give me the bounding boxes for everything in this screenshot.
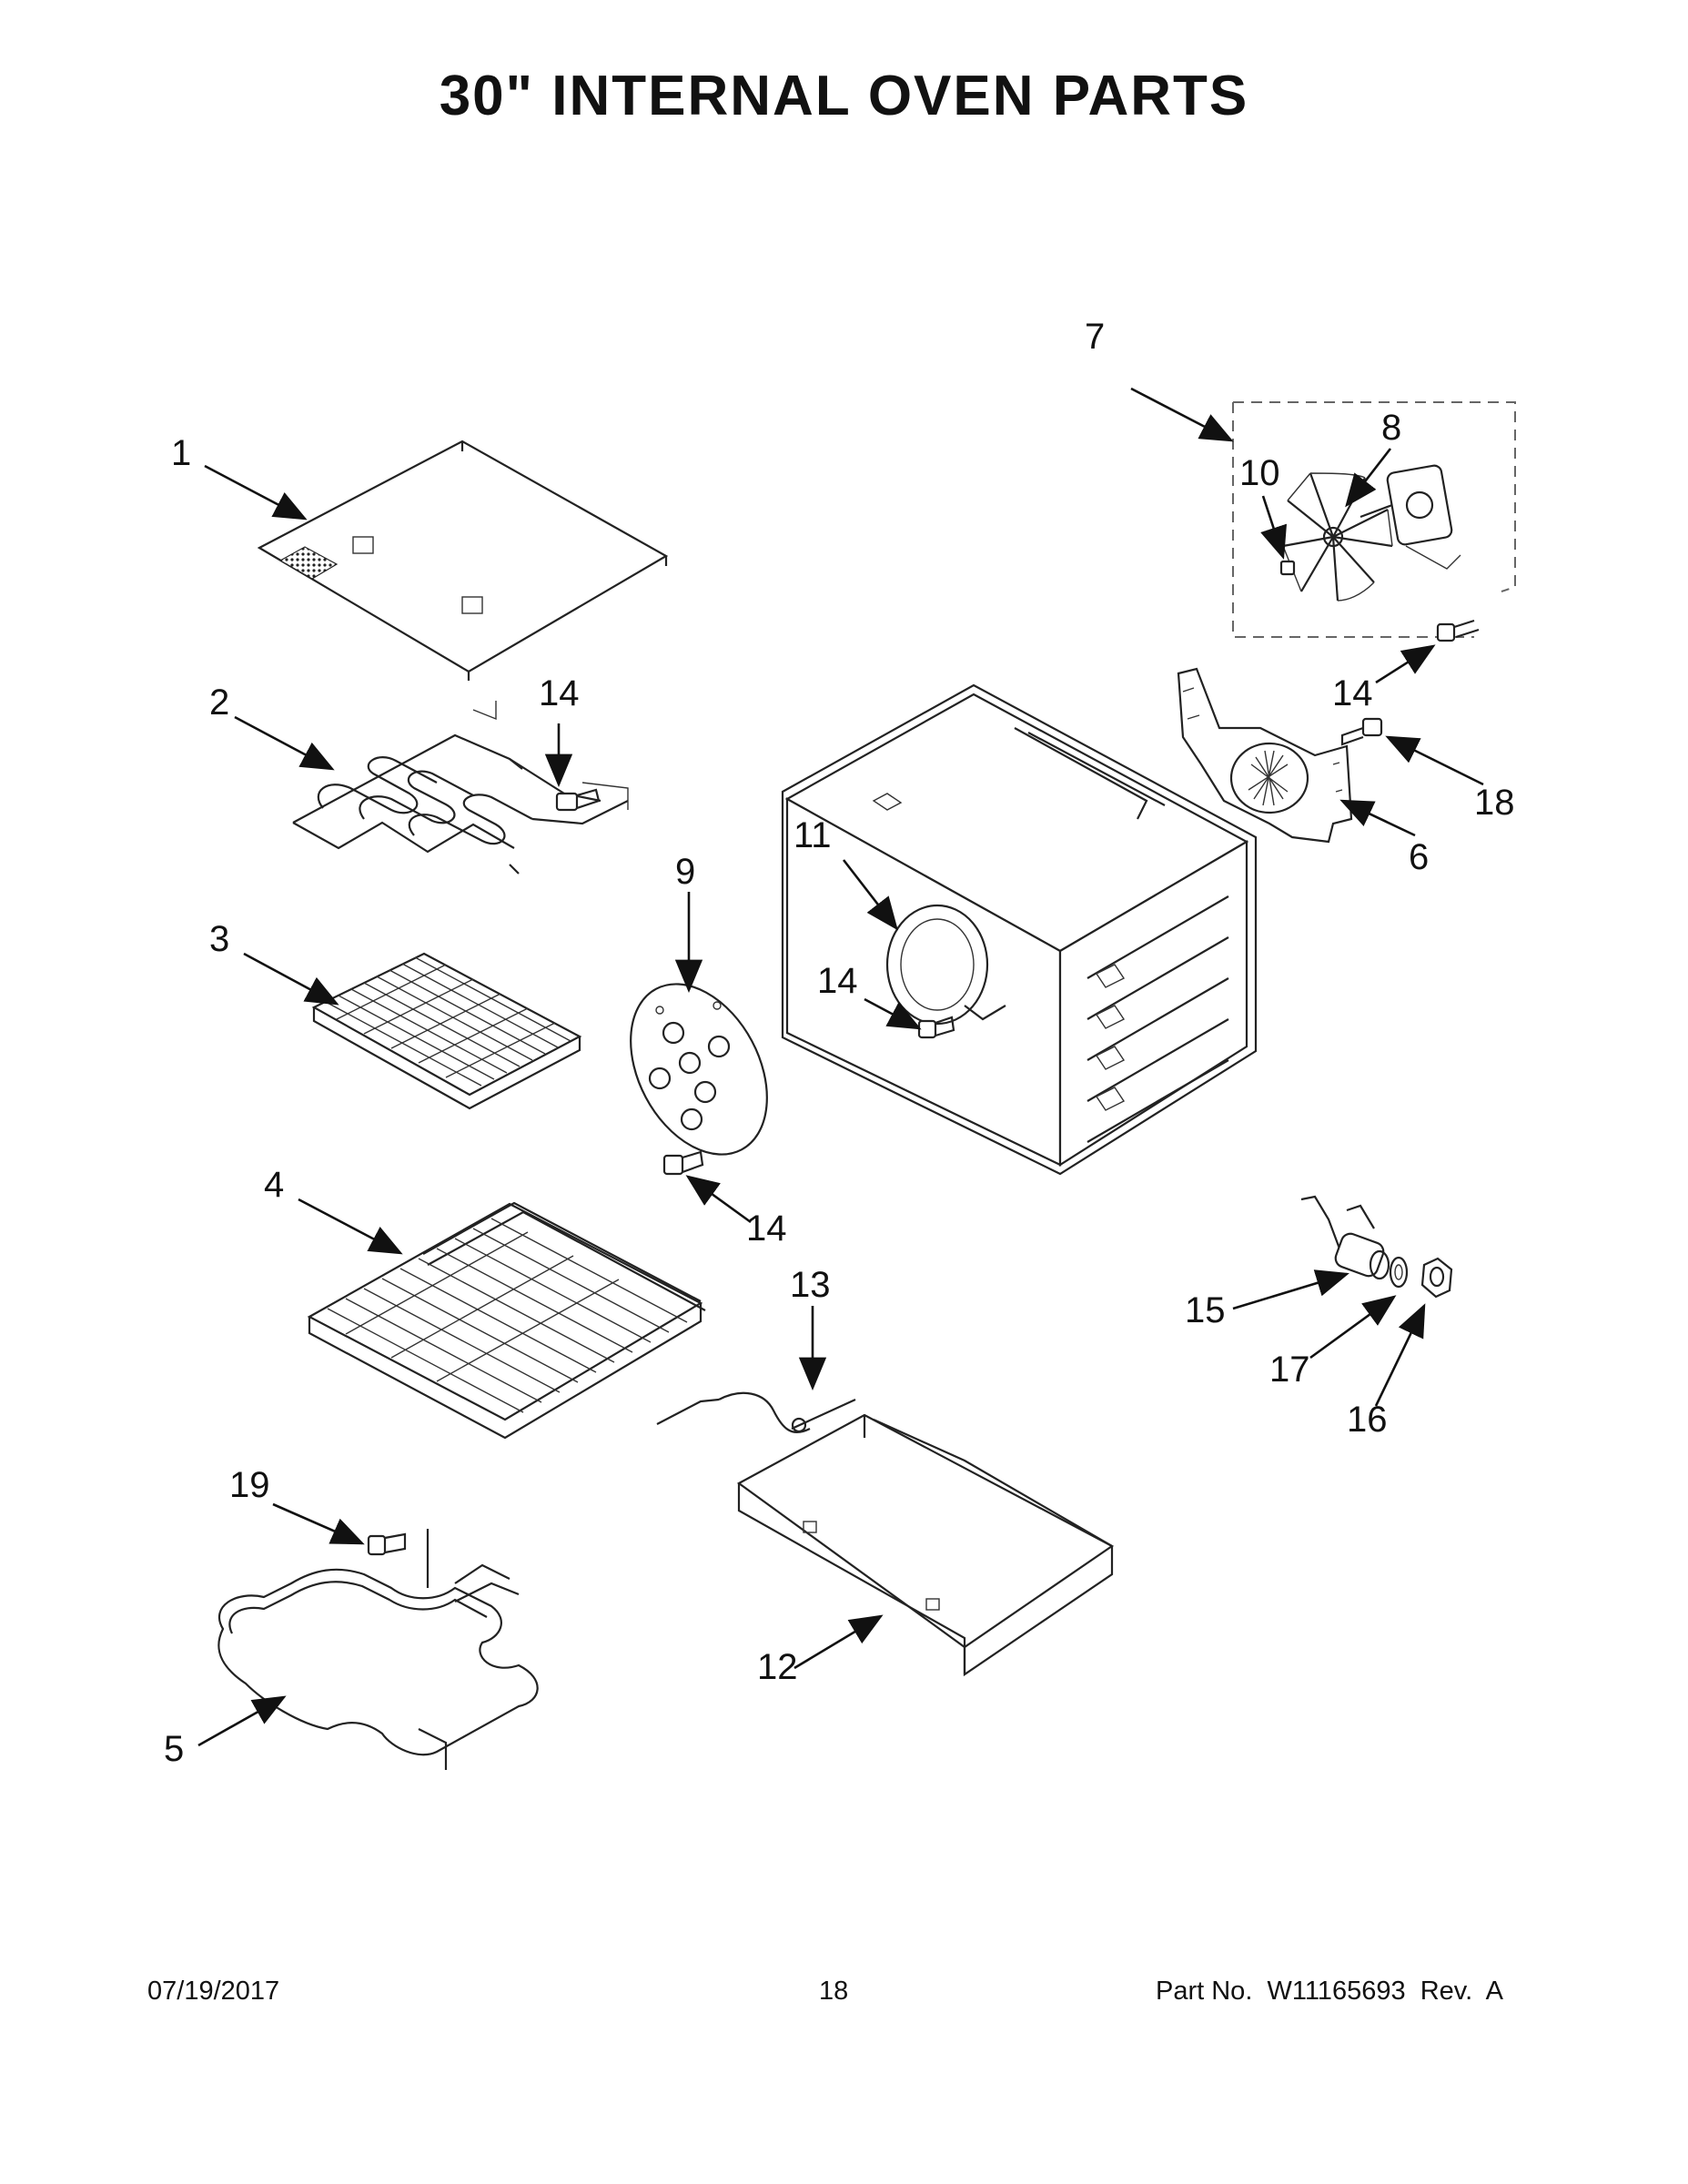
meat-probe-part: [656, 1391, 856, 1434]
screw-part-14a: [555, 788, 601, 812]
footer-part-number: Part No. W11165693 Rev. A: [1156, 1977, 1504, 2006]
sliding-rack-part: [307, 1201, 706, 1440]
footer-date: 07/19/2017: [147, 1977, 280, 2006]
page-title: 30" INTERNAL OVEN PARTS: [439, 65, 1249, 127]
callout-3: 3: [209, 919, 230, 959]
callout-14: 14: [746, 1208, 787, 1249]
callout-16: 16: [1347, 1400, 1388, 1440]
callout-14: 14: [1332, 673, 1373, 713]
callout-9: 9: [675, 852, 696, 892]
bake-element-part: [217, 1529, 539, 1770]
fan-bracket-part: [1177, 667, 1353, 844]
fan-motor-assembly-part: [1232, 401, 1516, 642]
bottom-tray-part: [736, 1413, 1115, 1677]
callout-17: 17: [1269, 1350, 1310, 1390]
top-panel-part: [257, 440, 669, 681]
leader-arrows: [197, 387, 1484, 1747]
callout-12: 12: [757, 1647, 798, 1687]
callout-18: 18: [1474, 783, 1515, 823]
oven-cavity-part: [781, 683, 1258, 1176]
callout-19: 19: [229, 1465, 270, 1505]
callout-2: 2: [209, 682, 230, 723]
screw-part-19: [367, 1532, 407, 1556]
footer-page-number: 18: [819, 1977, 849, 2006]
broil-element-part: [292, 701, 629, 875]
callout-4: 4: [264, 1165, 285, 1205]
lock-washer-part: [1389, 1256, 1409, 1289]
callout-5: 5: [164, 1729, 185, 1769]
callout-8: 8: [1381, 408, 1402, 448]
fan-blade-part: [1282, 472, 1393, 602]
screw-part-18: [1340, 717, 1383, 746]
callout-13: 13: [790, 1265, 831, 1305]
callout-15: 15: [1185, 1290, 1226, 1330]
fan-cover-part: [630, 983, 768, 1156]
callout-7: 7: [1085, 317, 1106, 357]
callout-14: 14: [817, 961, 858, 1001]
callout-6: 6: [1409, 837, 1430, 877]
callout-14: 14: [539, 673, 580, 713]
callout-10: 10: [1239, 453, 1280, 493]
nut-part: [1420, 1257, 1453, 1299]
fan-motor-part: [1359, 464, 1461, 570]
oven-rack-part: [311, 952, 582, 1110]
callout-11: 11: [793, 815, 832, 855]
callout-1: 1: [171, 433, 192, 473]
light-socket-part: [1300, 1195, 1390, 1280]
screw-part-14b: [662, 1150, 704, 1176]
